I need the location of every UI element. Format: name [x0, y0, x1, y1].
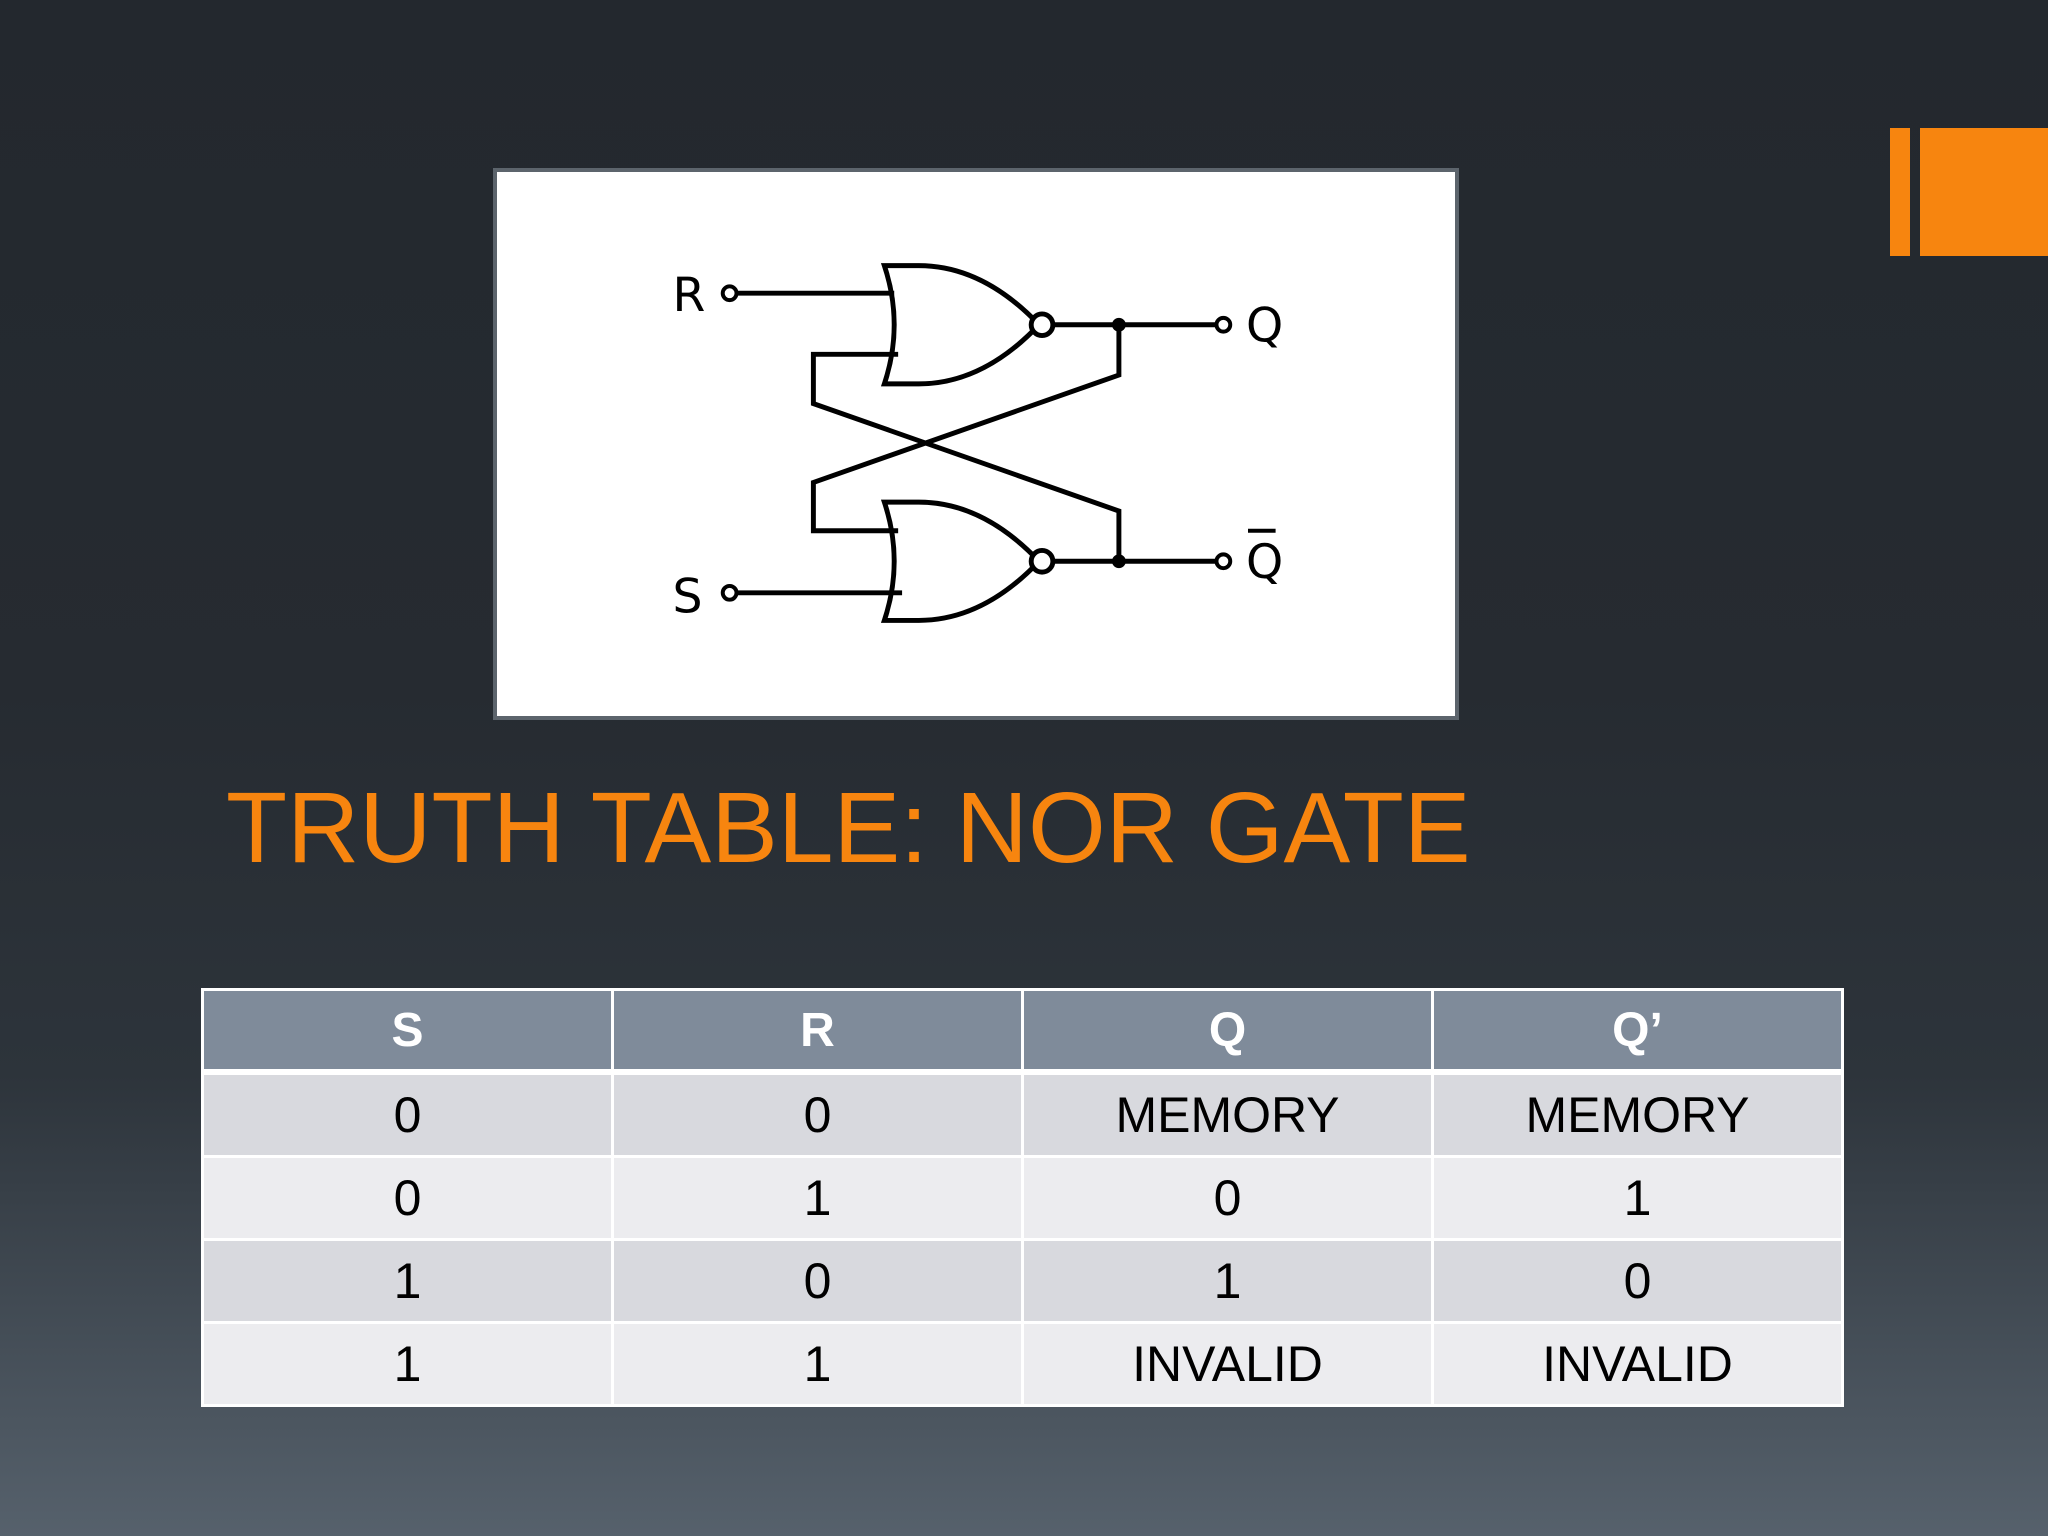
table-cell: INVALID	[1431, 1321, 1844, 1407]
table-cell: 0	[201, 1155, 614, 1241]
table-cell: 0	[201, 1070, 614, 1158]
truth-table: S R Q Q’ 0 0 MEMORY MEMORY 0 1 0 1 1 0 1…	[201, 988, 1844, 1407]
table-row: 1 1 INVALID INVALID	[201, 1321, 1844, 1407]
table-cell: 1	[201, 1238, 614, 1324]
bottom-nor-gate	[880, 499, 1043, 623]
column-header-r: R	[611, 988, 1024, 1075]
slide-title: TRUTH TABLE: NOR GATE	[226, 772, 1471, 884]
qbar-terminal	[1214, 552, 1233, 571]
table-cell: 1	[611, 1155, 1024, 1241]
feedback-qbar-to-top	[810, 351, 1122, 562]
top-nor-gate	[880, 263, 1043, 387]
table-row: 1 0 1 0	[201, 1238, 1844, 1324]
table-cell: 1	[201, 1321, 614, 1407]
q-label: Q	[1246, 299, 1283, 354]
r-label: R	[672, 268, 705, 323]
table-cell: 1	[1431, 1155, 1844, 1241]
s-terminal	[720, 583, 739, 602]
s-label: S	[672, 570, 702, 625]
r-terminal	[720, 284, 739, 303]
top-nor-bubble	[1028, 311, 1056, 339]
table-cell: 0	[611, 1070, 1024, 1158]
feedback-q-to-bottom	[810, 324, 1122, 534]
sr-latch-circuit: R S Q Q	[672, 263, 1283, 625]
column-header-q: Q	[1021, 988, 1434, 1075]
sr-latch-diagram: R S Q Q	[493, 168, 1459, 720]
q-bar-label: Q	[1246, 535, 1283, 590]
column-header-q-prime: Q’	[1431, 988, 1844, 1075]
table-header-row: S R Q Q’	[201, 988, 1844, 1075]
table-cell: INVALID	[1021, 1321, 1434, 1407]
column-header-s: S	[201, 988, 614, 1075]
table-cell: MEMORY	[1431, 1070, 1844, 1158]
q-terminal	[1214, 315, 1233, 334]
qbar-junction-dot	[1112, 554, 1126, 569]
table-cell: 1	[1021, 1238, 1434, 1324]
table-row: 0 0 MEMORY MEMORY	[201, 1070, 1844, 1158]
accent-bar-wide	[1920, 128, 2048, 256]
table-cell: 0	[1021, 1155, 1434, 1241]
table-row: 0 1 0 1	[201, 1155, 1844, 1241]
table-cell: 1	[611, 1321, 1024, 1407]
table-cell: 0	[1431, 1238, 1844, 1324]
accent-bar-thin	[1890, 128, 1910, 256]
q-junction-dot	[1112, 317, 1126, 332]
table-cell: 0	[611, 1238, 1024, 1324]
bottom-nor-bubble	[1028, 547, 1056, 575]
table-cell: MEMORY	[1021, 1070, 1434, 1158]
